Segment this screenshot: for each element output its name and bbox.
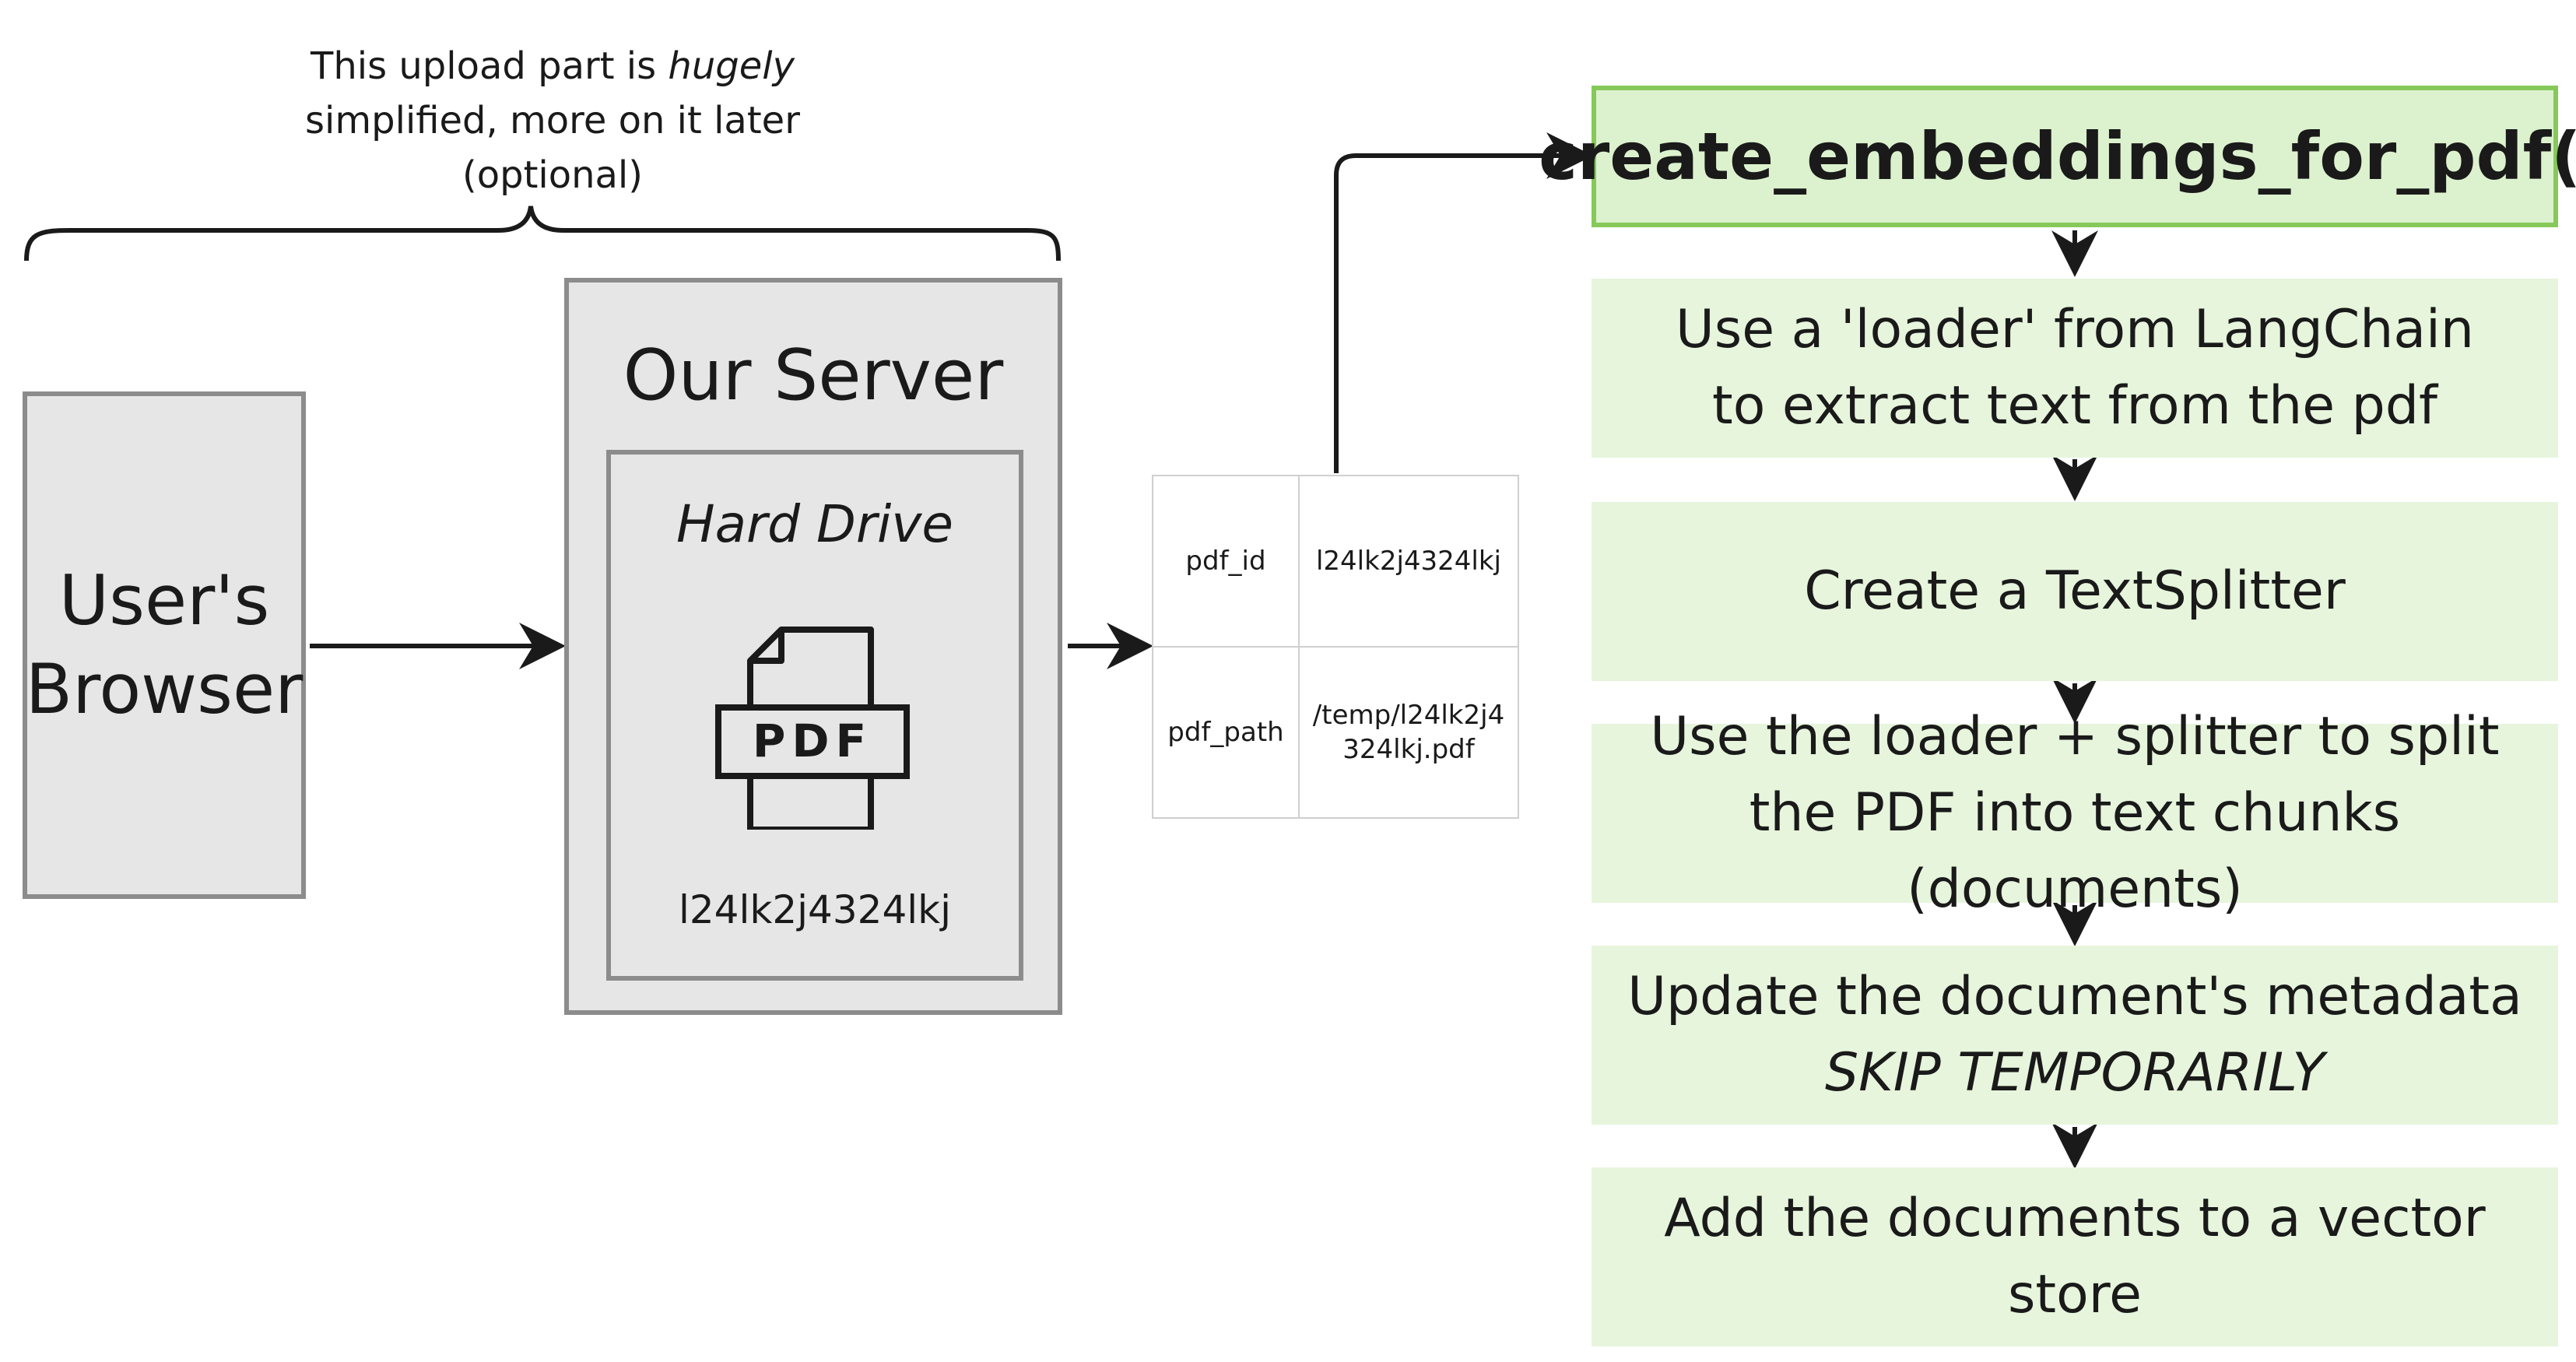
step-1-text: Use a 'loader' from LangChain to extract… [1676, 299, 2474, 437]
step-2-box: Create a TextSplitter [1592, 502, 2558, 681]
step-3-box: Use the loader + splitter to split the P… [1592, 706, 2558, 920]
hard-drive-box: Hard Drive PDF l24lk2j4324lkj [606, 450, 1023, 981]
hard-drive-title: Hard Drive [676, 494, 954, 554]
function-name-box: create_embeddings_for_pdf() [1539, 86, 2576, 227]
table-row: pdf_id l24lk2j4324lkj [1152, 475, 1519, 648]
table-cell-value: /temp/l24lk2j4324lkj.pdf [1298, 646, 1519, 819]
table-cell-key: pdf_path [1152, 646, 1300, 819]
step-2-text: Create a TextSplitter [1804, 560, 2346, 622]
pdf-file-icon: PDF [715, 627, 910, 830]
pdf-icon-text: PDF [753, 714, 872, 767]
upload-brace [24, 205, 1061, 262]
upload-note-line-2: simplified, more on it later [305, 99, 800, 142]
table-to-function-arrow [1334, 132, 1593, 473]
server-title: Our Server [623, 335, 1004, 416]
upload-note: This upload part is hugely simplified, m… [280, 39, 825, 202]
step-5-text: Add the documents to a vector store [1664, 1188, 2486, 1325]
step-3-text: Use the loader + splitter to split the P… [1650, 706, 2500, 920]
upload-note-line-3: (optional) [462, 153, 643, 197]
upload-note-line-1: This upload part is hugely [311, 44, 795, 88]
stored-file-id: l24lk2j4324lkj [678, 887, 952, 932]
step-4-box: Update the document's metadata SKIP TEMP… [1592, 946, 2558, 1125]
step-1-box: Use a 'loader' from LangChain to extract… [1592, 279, 2558, 458]
step-4-content: Update the document's metadata SKIP TEMP… [1627, 959, 2522, 1111]
users-browser-label: User's Browser [25, 560, 304, 729]
step-4-text: Update the document's metadata [1627, 966, 2522, 1027]
table-cell-value: l24lk2j4324lkj [1298, 475, 1519, 648]
table-cell-key: pdf_id [1152, 475, 1300, 648]
table-row: pdf_path /temp/l24lk2j4324lkj.pdf [1152, 646, 1519, 819]
step-5-box: Add the documents to a vector store [1592, 1167, 2558, 1346]
upload-note-emphasis: hugely [668, 44, 795, 88]
server-box: Our Server Hard Drive PDF l24lk2j4324lkj [564, 278, 1062, 1015]
step-4-skip-note: SKIP TEMPORARILY [1824, 1042, 2325, 1104]
users-browser-box: User's Browser [23, 391, 306, 899]
pdf-record-table: pdf_id l24lk2j4324lkj pdf_path /temp/l24… [1152, 475, 1519, 819]
